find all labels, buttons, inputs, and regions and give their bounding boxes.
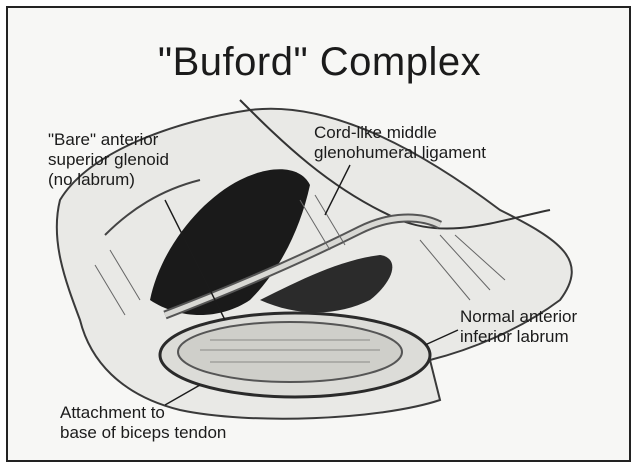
label-line: (no labrum)	[48, 170, 169, 190]
label-bare-glenoid: "Bare" anterior superior glenoid (no lab…	[48, 130, 169, 190]
label-line: Normal anterior	[460, 307, 577, 327]
label-cord-ligament: Cord-like middle glenohumeral ligament	[314, 123, 486, 163]
label-line: glenohumeral ligament	[314, 143, 486, 163]
label-line: inferior labrum	[460, 327, 577, 347]
label-line: Attachment to	[60, 403, 226, 423]
label-biceps-attachment: Attachment to base of biceps tendon	[60, 403, 226, 443]
label-normal-labrum: Normal anterior inferior labrum	[460, 307, 577, 347]
glenoid-surface	[178, 322, 402, 382]
label-line: base of biceps tendon	[60, 423, 226, 443]
label-line: superior glenoid	[48, 150, 169, 170]
figure-title: "Buford" Complex	[0, 40, 639, 85]
label-line: Cord-like middle	[314, 123, 486, 143]
label-line: "Bare" anterior	[48, 130, 169, 150]
